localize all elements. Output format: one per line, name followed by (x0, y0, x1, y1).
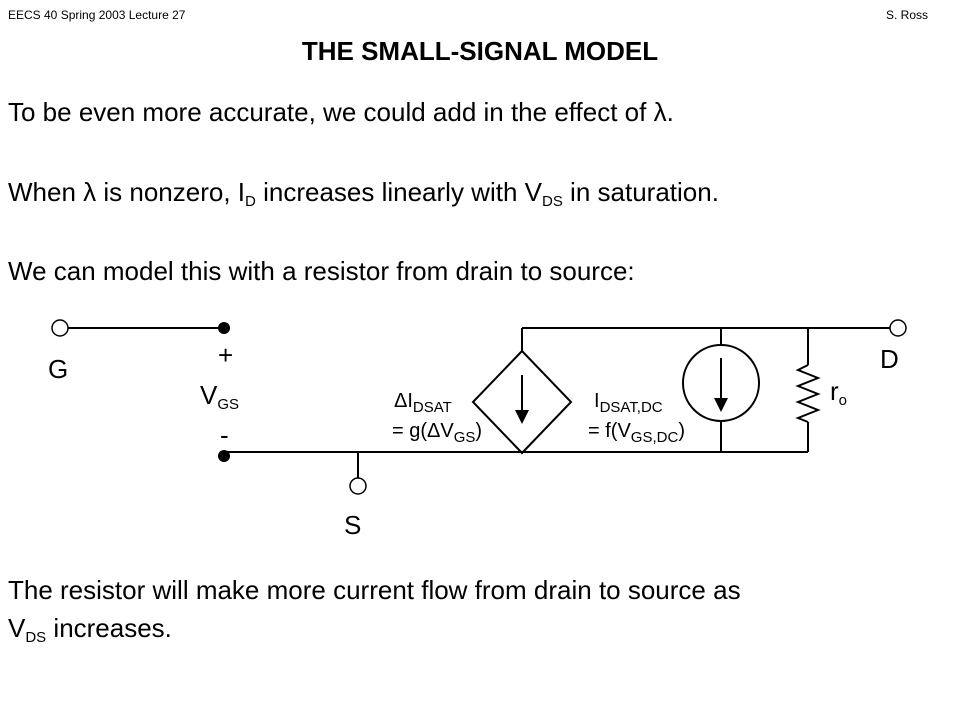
dep-source-label-line1: ΔIDSAT (394, 390, 452, 416)
source-node-dot (218, 450, 230, 462)
gate-terminal (51, 319, 69, 337)
minus-label: - (220, 420, 229, 450)
paragraph-4-line1: The resistor will make more current flow… (8, 575, 741, 605)
lambda-symbol: λ (653, 97, 667, 127)
dc-source-arrow-head (714, 398, 728, 412)
header-course: EECS 40 Spring 2003 Lecture 27 (8, 8, 186, 22)
drain-terminal (889, 319, 907, 337)
header-author: S. Ross (885, 8, 928, 22)
source-terminal (349, 477, 367, 495)
paragraph-4-line2: VDS increases. (8, 613, 172, 646)
dependent-current-source (471, 349, 573, 455)
drain-label: D (880, 344, 899, 374)
resistor-label: ro (830, 376, 848, 409)
resistor-ro (795, 364, 821, 423)
paragraph-3: We can model this with a resistor from d… (8, 256, 635, 286)
gate-label: G (48, 354, 69, 384)
paragraph-1: To be even more accurate, we could add i… (8, 97, 674, 127)
paragraph-2: When λ is nonzero, ID increases linearly… (8, 177, 719, 210)
dc-current-source (682, 344, 760, 422)
dc-source-label-line2: = f(VGS,DC) (588, 420, 685, 446)
page-title: THE SMALL-SIGNAL MODEL (301, 36, 659, 66)
dc-source-label-line1: IDSAT,DC (594, 390, 663, 416)
plus-label: + (218, 340, 234, 370)
dep-source-arrow-head (515, 410, 529, 424)
vgs-label: VGS (200, 380, 240, 413)
source-label: S (344, 510, 362, 540)
lambda-symbol: λ (83, 177, 97, 207)
gate-node-dot (218, 322, 230, 334)
dep-source-label-line2: = g(ΔVGS) (392, 420, 483, 446)
